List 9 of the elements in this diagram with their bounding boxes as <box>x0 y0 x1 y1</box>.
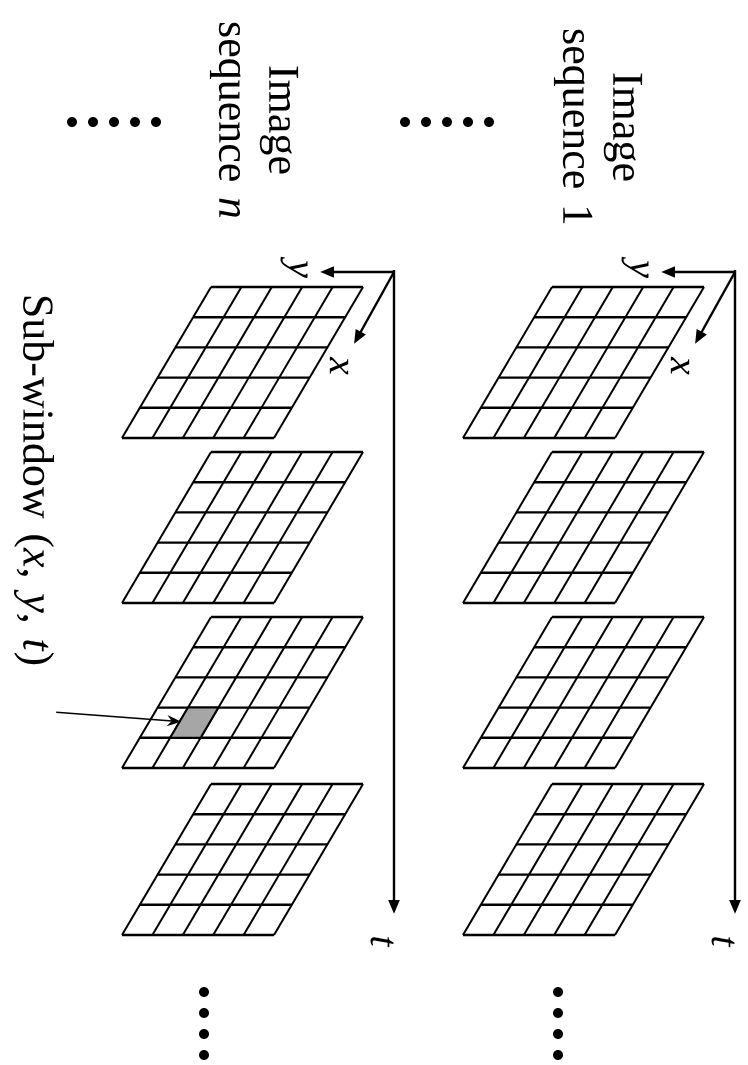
axis-label: y <box>280 256 308 278</box>
axis-label: x <box>670 356 690 375</box>
axis-label: y <box>621 256 649 278</box>
rotated-label: Sub-window (x, y, t) <box>14 296 54 665</box>
rotated-label: Image sequence n <box>209 22 299 218</box>
rotated-label: Image sequence 1 <box>553 29 643 224</box>
axis-label: t <box>370 937 394 948</box>
axis-label: t <box>711 937 735 948</box>
axis-label: x <box>329 356 349 375</box>
